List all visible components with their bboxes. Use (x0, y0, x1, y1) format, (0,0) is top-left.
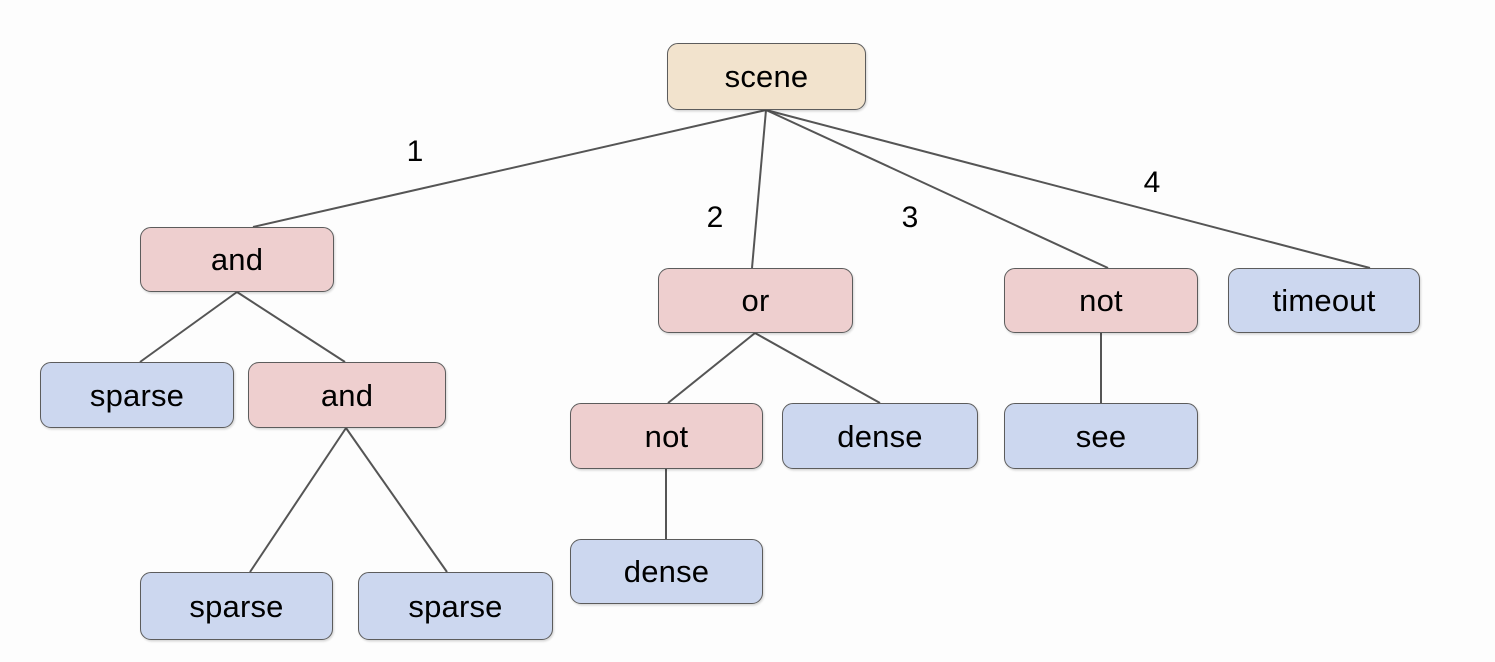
tree-node-and1[interactable]: and (140, 227, 334, 292)
tree-node-sparse1[interactable]: sparse (40, 362, 234, 428)
tree-node-label: not (644, 418, 689, 454)
tree-node-scene[interactable]: scene (667, 43, 866, 110)
tree-node-label: dense (837, 418, 923, 454)
edge-label-2: 2 (706, 201, 724, 234)
edge-label-3: 3 (901, 201, 919, 234)
edge-label-1: 1 (406, 135, 424, 168)
tree-edge (765, 109, 1371, 269)
tree-node-label: sparse (189, 588, 284, 624)
tree-edge (751, 109, 767, 269)
tree-node-not2[interactable]: not (1004, 268, 1198, 333)
tree-node-label: or (741, 283, 770, 318)
tree-node-label: not (1079, 283, 1123, 318)
tree-node-label: and (210, 242, 264, 277)
tree-node-not1[interactable]: not (570, 403, 763, 469)
tree-node-dense2[interactable]: dense (570, 539, 763, 604)
tree-node-label: timeout (1272, 283, 1376, 318)
tree-node-or1[interactable]: or (658, 268, 853, 333)
tree-node-timeout[interactable]: timeout (1228, 268, 1420, 333)
tree-node-and2[interactable]: and (248, 362, 446, 428)
tree-edge (345, 427, 448, 573)
tree-edge (765, 109, 1109, 269)
tree-node-label: sparse (408, 588, 503, 624)
tree-edge (139, 291, 238, 363)
tree-node-label: sparse (89, 377, 185, 413)
tree-edge (236, 291, 346, 363)
tree-edge (667, 332, 756, 404)
tree-node-label: dense (623, 554, 710, 589)
tree-edge (249, 427, 347, 573)
tree-node-sparse3[interactable]: sparse (358, 572, 553, 640)
edge-label-4: 4 (1143, 166, 1161, 199)
tree-node-label: see (1075, 418, 1127, 454)
tree-edge (754, 332, 881, 404)
tree-node-label: and (320, 377, 374, 413)
tree-node-dense1[interactable]: dense (782, 403, 978, 469)
tree-edge (252, 109, 767, 228)
tree-node-label: scene (724, 59, 809, 94)
tree-node-sparse2[interactable]: sparse (140, 572, 333, 640)
tree-node-see[interactable]: see (1004, 403, 1198, 469)
